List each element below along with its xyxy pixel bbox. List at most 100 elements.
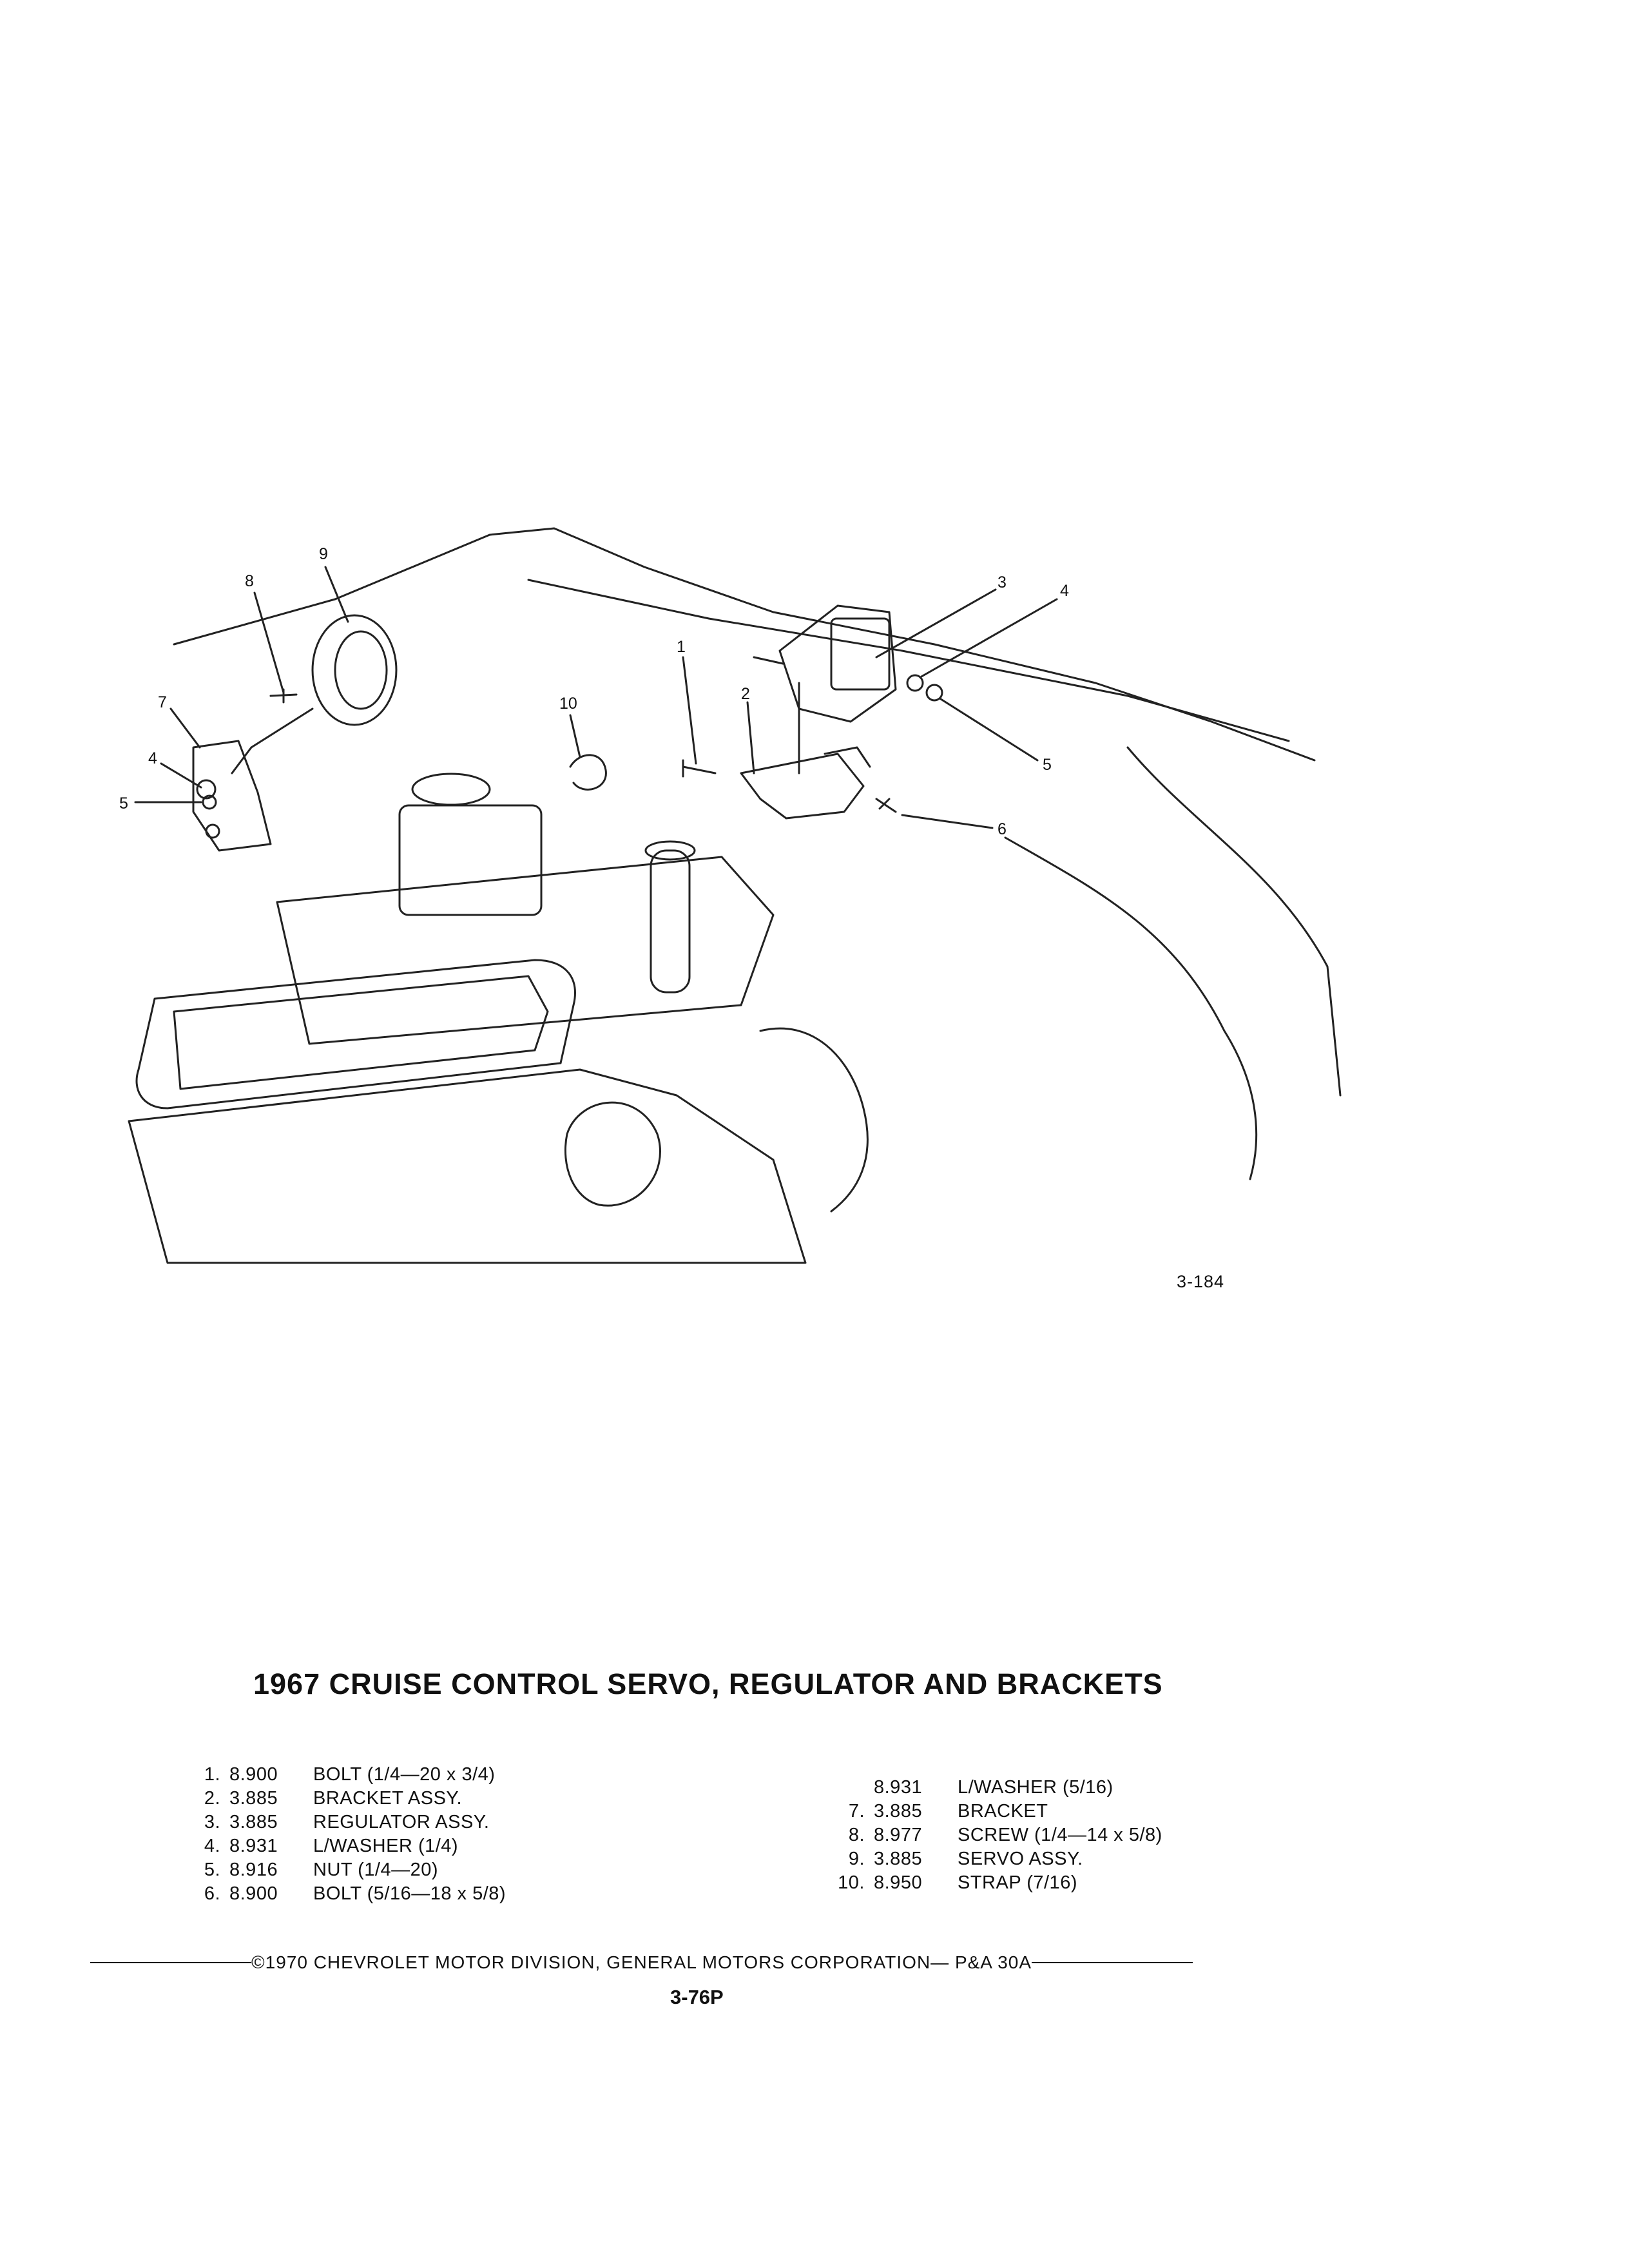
wheelhouse-curve <box>1004 836 1258 1180</box>
bolt-6 <box>875 798 897 813</box>
leader-7 <box>169 707 201 749</box>
firewall-outline <box>173 527 1316 762</box>
fender-line <box>1126 746 1342 1097</box>
callout-4-right: 4 <box>1060 582 1069 600</box>
servo-diaphragm <box>311 614 398 726</box>
callout-8: 8 <box>245 572 254 590</box>
callout-3: 3 <box>998 573 1007 591</box>
part-row: 10. 8.950 STRAP (7/16) <box>831 1871 1162 1895</box>
part-row: 2. 3.885 BRACKET ASSY. <box>187 1787 506 1811</box>
callout-5-right: 5 <box>1043 756 1052 774</box>
callout-1: 1 <box>677 638 686 656</box>
intake-manifold <box>276 856 775 1045</box>
valve-cover-inner <box>173 975 549 1090</box>
callout-7: 7 <box>158 693 167 711</box>
leader-9 <box>324 566 349 623</box>
part-code: 8.916 <box>229 1860 278 1880</box>
part-row: 8. 8.977 SCREW (1/4—14 x 5/8) <box>831 1823 1162 1847</box>
page-title: 1967 CRUISE CONTROL SERVO, REGULATOR AND… <box>253 1667 1163 1700</box>
distributor <box>650 849 691 994</box>
part-number: 9. <box>848 1849 865 1869</box>
part-number: 10. <box>838 1872 865 1893</box>
carburetor-body <box>398 804 543 916</box>
part-code: 3.885 <box>874 1849 923 1869</box>
figure-number: 3-184 <box>1177 1272 1225 1291</box>
servo-rod <box>231 707 314 774</box>
part-code: 8.900 <box>229 1764 278 1785</box>
part-number: 1. <box>204 1764 220 1785</box>
callout-2: 2 <box>741 685 750 703</box>
exploded-view-drawing: 9 8 7 4 5 10 1 2 3 4 5 6 <box>119 527 1342 1264</box>
part-number: 7. <box>848 1801 865 1821</box>
leader-1 <box>682 656 697 765</box>
bracket-hole <box>205 823 220 839</box>
part-row: 3. 3.885 REGULATOR ASSY. <box>187 1811 506 1834</box>
part-code: 8.900 <box>229 1883 278 1904</box>
part-code: 8.950 <box>874 1872 923 1893</box>
regulator-body <box>778 604 897 723</box>
copyright-text: ©1970 CHEVROLET MOTOR DIVISION, GENERAL … <box>251 1952 1032 1972</box>
cowl-line <box>527 579 1290 742</box>
bracket-tab <box>824 746 871 768</box>
callout-5-left: 5 <box>119 794 128 812</box>
leader-5-right <box>940 698 1039 762</box>
part-number: 8. <box>848 1825 865 1845</box>
part-code: 3.885 <box>874 1801 923 1821</box>
strap-10 <box>569 754 607 791</box>
leader-4-right <box>920 598 1058 678</box>
callout-10: 10 <box>559 695 577 713</box>
air-cleaner-top <box>411 773 491 806</box>
bracket-assy-2 <box>740 753 865 820</box>
footer-rule-left <box>90 1962 251 1963</box>
valve-cover <box>135 959 576 1110</box>
part-row: 7. 3.885 BRACKET <box>831 1800 1162 1823</box>
leader-4-left <box>160 762 202 789</box>
part-description: SCREW (1/4—14 x 5/8) <box>958 1825 1162 1845</box>
parts-list-left: 1. 8.900 BOLT (1/4—20 x 3/4) 2. 3.885 BRACKE… <box>187 1763 506 1906</box>
regulator-cable <box>753 656 800 774</box>
part-code: 8.931 <box>874 1777 923 1798</box>
part-number: 5. <box>204 1860 220 1880</box>
part-description: L/WASHER (1/4) <box>313 1836 459 1856</box>
page-number: 3-76P <box>670 1986 724 2008</box>
nut-left <box>202 794 217 810</box>
part-row: 5. 8.916 NUT (1/4—20) <box>187 1858 506 1882</box>
part-row: 6. 8.900 BOLT (5/16—18 x 5/8) <box>187 1882 506 1906</box>
part-description: L/WASHER (5/16) <box>958 1777 1113 1798</box>
washer-left <box>196 779 217 800</box>
callout-9: 9 <box>319 545 328 563</box>
part-number <box>831 1776 874 1800</box>
leader-10 <box>569 714 581 758</box>
part-description: NUT (1/4—20) <box>313 1860 439 1880</box>
bolt-1 <box>682 759 717 778</box>
part-description: STRAP (7/16) <box>958 1872 1077 1893</box>
distributor-cap <box>644 840 696 861</box>
part-row: 1. 8.900 BOLT (1/4—20 x 3/4) <box>187 1763 506 1787</box>
part-code: 3.885 <box>229 1788 278 1809</box>
part-description: BOLT (1/4—20 x 3/4) <box>313 1764 496 1785</box>
callout-4-left: 4 <box>148 749 157 767</box>
part-description: SERVO ASSY. <box>958 1849 1083 1869</box>
hose <box>759 1027 869 1213</box>
part-code: 8.977 <box>874 1825 923 1845</box>
part-description: BRACKET ASSY. <box>313 1788 463 1809</box>
part-row: 9. 3.885 SERVO ASSY. <box>831 1847 1162 1871</box>
engine-block <box>128 1068 807 1264</box>
leader-3 <box>875 588 997 658</box>
part-description: BOLT (5/16—18 x 5/8) <box>313 1883 506 1904</box>
part-description: REGULATOR ASSY. <box>313 1812 490 1832</box>
part-number: 6. <box>204 1883 220 1904</box>
servo-bracket <box>192 740 272 852</box>
alternator <box>564 1101 661 1207</box>
regulator-block <box>830 617 891 691</box>
part-description: BRACKET <box>958 1801 1048 1821</box>
part-code: 3.885 <box>229 1812 278 1832</box>
nut-right <box>925 684 943 702</box>
footer-rule-right <box>1032 1962 1193 1963</box>
leader-2 <box>746 701 755 774</box>
part-number: 3. <box>204 1812 220 1832</box>
part-number: 2. <box>204 1788 220 1809</box>
part-number: 4. <box>204 1836 220 1856</box>
